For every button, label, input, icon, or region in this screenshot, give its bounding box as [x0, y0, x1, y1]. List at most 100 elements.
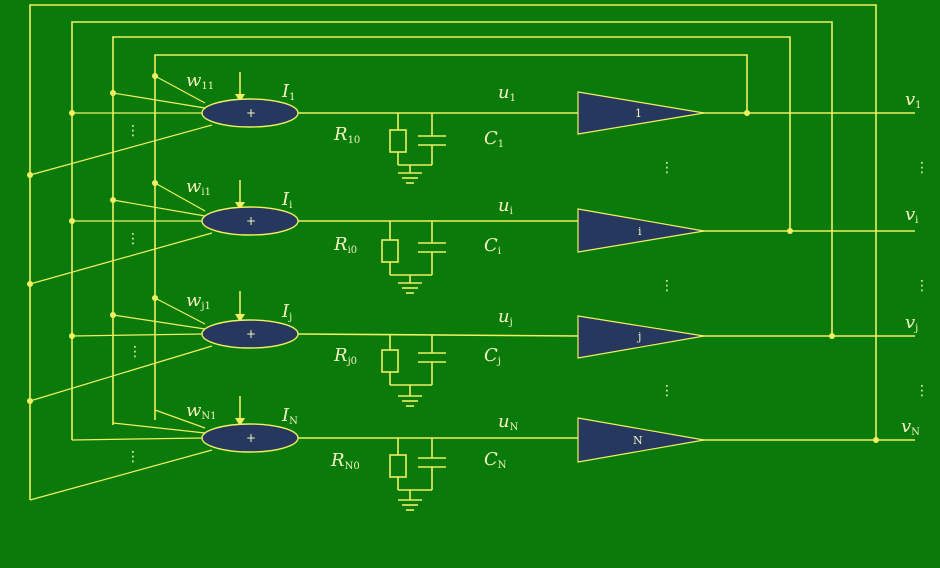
- diagram-label: Ci: [484, 235, 501, 257]
- resistor-icon: [389, 129, 407, 153]
- diagram-line: [296, 333, 581, 337]
- diagram-label: w: [186, 70, 202, 91]
- amplifiers: 1 i j N: [577, 91, 705, 463]
- diagram-label: I: [281, 301, 290, 322]
- diagram-polygon: [235, 418, 245, 426]
- rc-network-i: [381, 221, 446, 294]
- diagram-circle: [27, 172, 33, 178]
- capacitor-labels: C1 Ci Cj CN: [484, 128, 507, 471]
- diagram-label: ⋮: [660, 278, 674, 294]
- diagram-label: v: [905, 204, 915, 225]
- current-arrows: [235, 72, 245, 426]
- summing-node-j: [201, 319, 299, 349]
- diagram-label: N: [510, 422, 519, 433]
- summing-node-1: [201, 98, 299, 128]
- diagram-label: CN: [484, 449, 507, 471]
- diagram-line: [71, 437, 204, 441]
- diagram-line: [112, 314, 206, 330]
- diagram-label: 1: [498, 139, 504, 150]
- stage-rows: [296, 112, 915, 441]
- diagram-label: i: [289, 200, 292, 211]
- diagram-label: w: [186, 290, 202, 311]
- diagram-circle: [110, 197, 116, 203]
- output-labels: v1 vi vj vN: [901, 89, 922, 438]
- diagram-label: wN1: [186, 400, 217, 422]
- diagram-line: [71, 333, 204, 337]
- diagram-label: Ij: [281, 301, 292, 323]
- diagram-label: ⋮: [915, 383, 929, 399]
- amplifier-i: [577, 208, 705, 253]
- resistor-icon: [389, 454, 407, 478]
- amp-label: 1: [635, 107, 642, 120]
- diagram-label: j: [288, 312, 292, 323]
- diagram-label: i0: [348, 245, 358, 256]
- diagram-label: 11: [201, 81, 214, 92]
- diagram-label: v: [905, 312, 915, 333]
- diagram-label: R: [333, 234, 348, 255]
- ellipsis-markers: ⋮ ⋮ ⋮ ⋮ ⋮ ⋮ ⋮ ⋮ ⋮ ⋮: [126, 123, 929, 465]
- diagram-label: ⋮: [660, 160, 674, 176]
- diagram-label: vj: [905, 312, 918, 334]
- amplifier-1: [577, 91, 705, 135]
- diagram-line: [112, 92, 206, 109]
- diagram-label: ⋮: [126, 123, 140, 139]
- diagram-label: ⋮: [126, 231, 140, 247]
- diagram-label: w: [186, 400, 202, 421]
- sum-sign: +: [246, 431, 256, 445]
- diagram-label: Cj: [484, 345, 501, 367]
- diagram-label: C: [484, 345, 498, 366]
- diagram-label: v: [901, 416, 911, 437]
- diagram-polygon: [235, 202, 245, 210]
- diagram-label: Ri0: [333, 234, 357, 256]
- rc-network-1: [389, 113, 446, 184]
- rc-network-N: [389, 438, 446, 511]
- summing-junctions: + + + +: [201, 98, 299, 453]
- diagram-polygon: [235, 314, 245, 322]
- diagram-label: ⋮: [915, 160, 929, 176]
- sum-sign: +: [246, 214, 256, 228]
- diagram-label: i: [510, 206, 513, 217]
- diagram-line: [29, 232, 213, 285]
- diagram-label: w: [186, 176, 202, 197]
- diagram-label: uN: [498, 411, 519, 433]
- diagram-label: C: [484, 128, 498, 149]
- output-junctions: [744, 110, 879, 443]
- diagram-label: R10: [333, 124, 360, 146]
- diagram-label: IN: [281, 405, 298, 427]
- diagram-line: [154, 409, 206, 429]
- diagram-label: j: [497, 356, 501, 367]
- diagram-label: i1: [201, 187, 211, 198]
- summing-node-i: [201, 206, 299, 236]
- diagram-label: 1: [289, 92, 295, 103]
- diagram-label: ⋮: [128, 344, 142, 360]
- diagram-label: i: [498, 246, 501, 257]
- weight-labels: w11 wi1 wj1 wN1: [186, 70, 217, 422]
- feedback-line-v1: [154, 54, 748, 420]
- diagram-label: ⋮: [126, 449, 140, 465]
- diagram-label: wi1: [186, 176, 211, 198]
- diagram-line: [29, 124, 213, 176]
- diagram-line: [154, 182, 206, 212]
- diagram-label: j0: [347, 356, 357, 367]
- current-labels: I1 Ii Ij IN: [281, 81, 298, 427]
- input-wiring: [27, 73, 213, 501]
- diagram-label: ⋮: [660, 383, 674, 399]
- diagram-label: v: [905, 89, 915, 110]
- resistor-icon: [381, 239, 399, 263]
- diagram-circle: [69, 110, 75, 116]
- diagram-label: vi: [905, 204, 918, 226]
- feedback-line-vj: [71, 21, 833, 440]
- diagram-line: [112, 422, 206, 434]
- diagram-label: 1: [915, 100, 921, 111]
- sum-sign: +: [246, 106, 256, 120]
- diagram-line: [154, 75, 206, 104]
- diagram-label: C1: [484, 128, 504, 150]
- diagram-label: RN0: [330, 450, 360, 472]
- diagram-circle: [27, 398, 33, 404]
- diagram-circle: [152, 73, 158, 79]
- diagram-label: R: [333, 345, 348, 366]
- diagram-circle: [110, 90, 116, 96]
- diagram-label: C: [484, 235, 498, 256]
